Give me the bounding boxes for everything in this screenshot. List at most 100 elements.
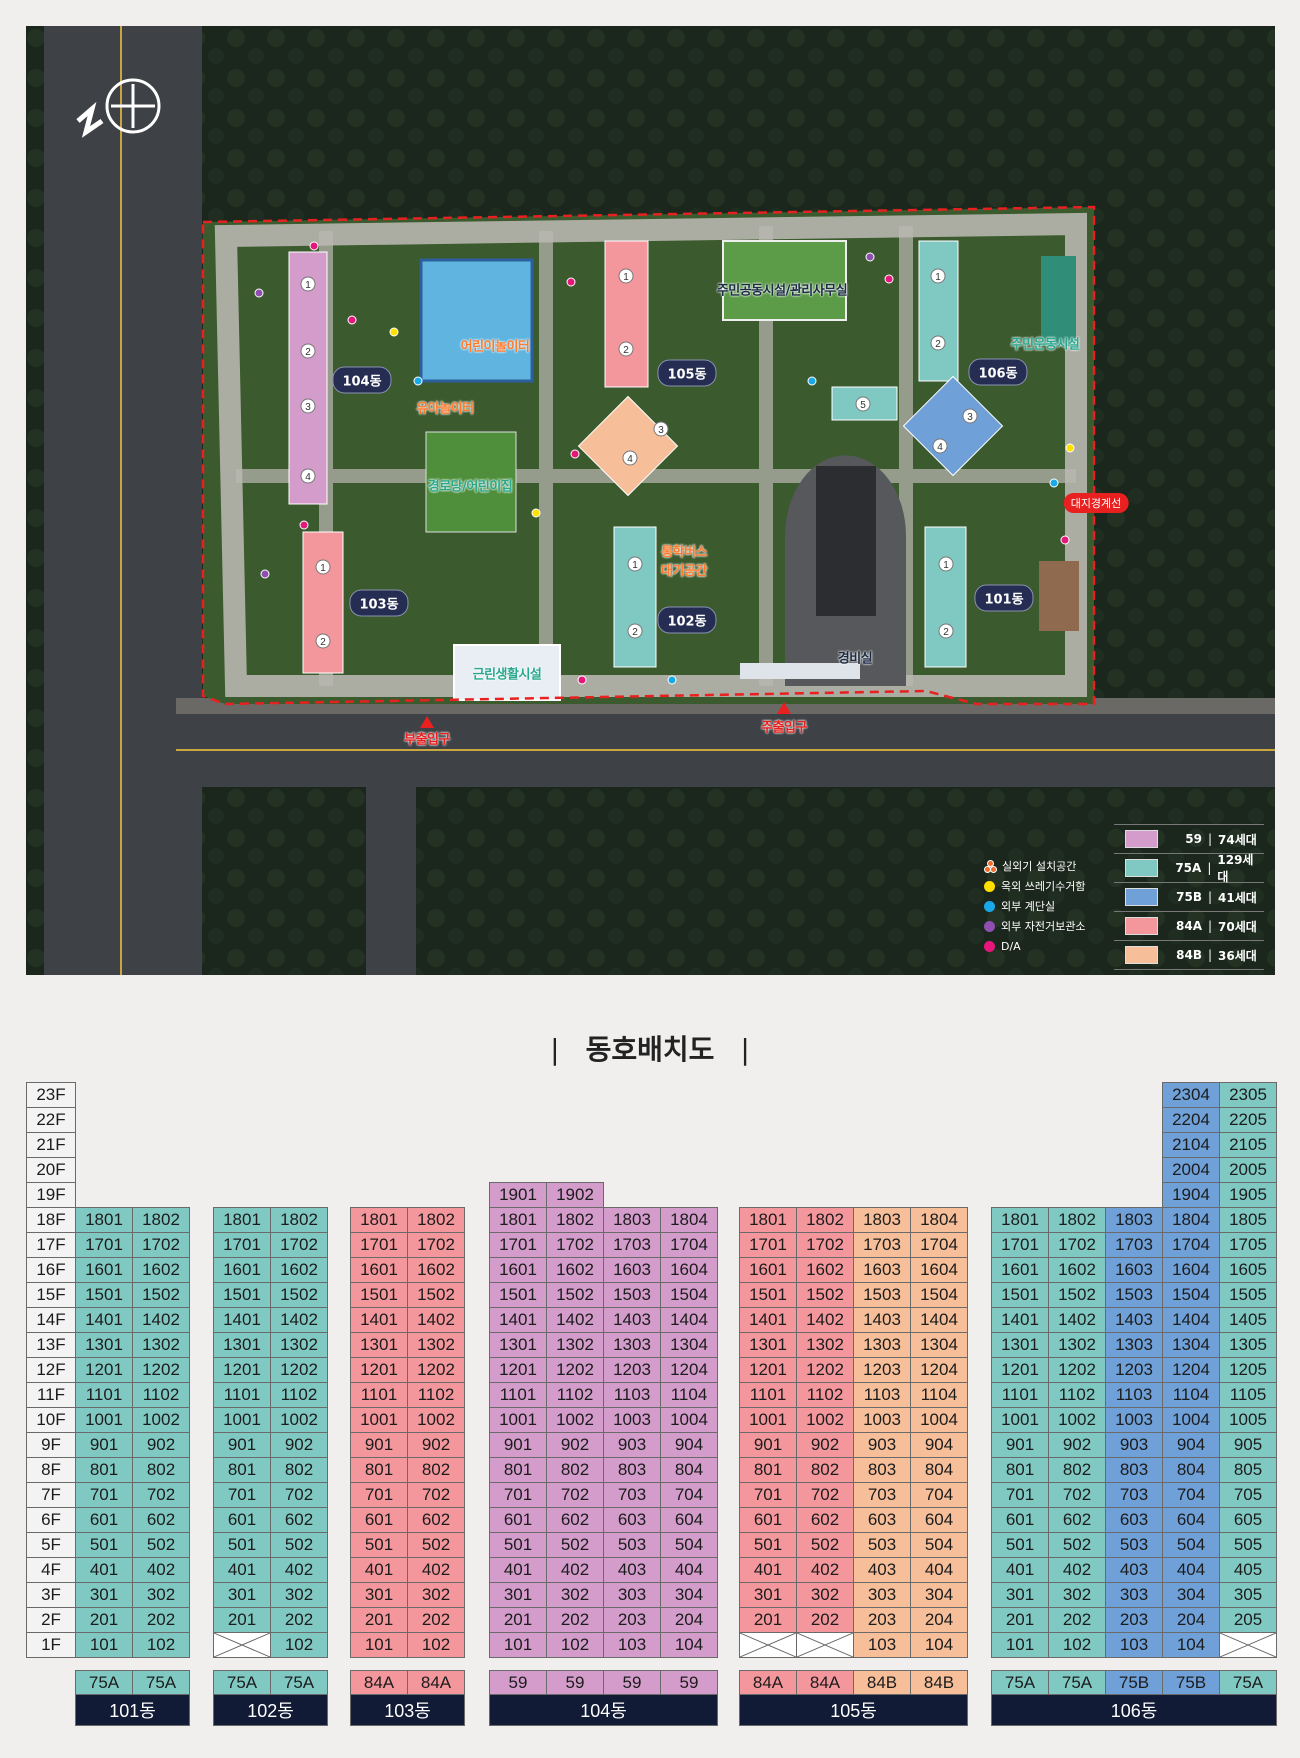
unit-cell: 103 xyxy=(853,1632,911,1658)
unit-cell: 803 xyxy=(603,1457,661,1483)
unit-cell: 502 xyxy=(132,1532,190,1558)
unit-cell: 201 xyxy=(75,1607,133,1633)
unit-cell: 1205 xyxy=(1219,1357,1277,1383)
unit-cell: 904 xyxy=(660,1432,718,1458)
unit-cell: 601 xyxy=(213,1507,271,1533)
unit-cell: 102 xyxy=(546,1632,604,1658)
deck-area xyxy=(1039,561,1079,631)
unit-cell: 1501 xyxy=(991,1282,1049,1308)
unit-cell: 804 xyxy=(910,1457,968,1483)
unit-type-cell: 75A xyxy=(132,1670,190,1695)
unit-cell: 1702 xyxy=(796,1232,854,1258)
building-104 xyxy=(288,251,328,505)
svg-text:1: 1 xyxy=(320,563,326,574)
unit-cell: 202 xyxy=(546,1607,604,1633)
unit-cell: 1703 xyxy=(603,1232,661,1258)
unit-cell: 1601 xyxy=(739,1257,797,1283)
unit-cell: 1101 xyxy=(75,1382,133,1408)
unit-cell: 1602 xyxy=(132,1257,190,1283)
unit-cell: 701 xyxy=(350,1482,408,1508)
badge-103: 103동 xyxy=(349,589,409,617)
cross-icon xyxy=(797,1633,853,1657)
unit-cell: 104 xyxy=(1162,1632,1220,1658)
unit-type-cell: 75A xyxy=(1219,1670,1277,1695)
unit-cell: 1301 xyxy=(350,1332,408,1358)
unit-cell: 303 xyxy=(1105,1582,1163,1608)
unit-cell: 1502 xyxy=(132,1282,190,1308)
unit-cell: 1503 xyxy=(603,1282,661,1308)
unit-cell: 1502 xyxy=(270,1282,328,1308)
type-swatch xyxy=(1125,830,1158,848)
unit-cell: 1001 xyxy=(213,1407,271,1433)
unit-cell: 1504 xyxy=(910,1282,968,1308)
site-boundary-line xyxy=(201,205,1096,706)
svg-text:1: 1 xyxy=(935,272,941,283)
unit-cell: 602 xyxy=(270,1507,328,1533)
unit-cell: 1301 xyxy=(213,1332,271,1358)
building-103 xyxy=(302,531,344,674)
unit-cell: 1401 xyxy=(213,1307,271,1333)
floor-label: 3F xyxy=(26,1582,76,1608)
unit-type-cell: 59 xyxy=(660,1670,718,1695)
unit-cell: 1202 xyxy=(1048,1357,1106,1383)
unit-cell: 1301 xyxy=(991,1332,1049,1358)
unit-type-cell: 75B xyxy=(1105,1670,1163,1695)
type-legend-84A: 84A|70세대 xyxy=(1114,911,1264,940)
type-legend-75A: 75A|129세대 xyxy=(1114,853,1264,884)
floor-label: 1F xyxy=(26,1632,76,1658)
cross-icon xyxy=(1220,1633,1276,1657)
unit-cell: 1404 xyxy=(1162,1307,1220,1333)
road-vertical xyxy=(44,26,202,975)
unit-cell: 601 xyxy=(75,1507,133,1533)
unit-cell: 1804 xyxy=(660,1207,718,1233)
unit-cell: 1303 xyxy=(1105,1332,1163,1358)
unit-cell: 1104 xyxy=(1162,1382,1220,1408)
unit-cell: 1803 xyxy=(853,1207,911,1233)
svg-text:2: 2 xyxy=(632,627,638,638)
floor-label: 14F xyxy=(26,1307,76,1333)
unit-cell: 1002 xyxy=(407,1407,465,1433)
unit-cell: 203 xyxy=(1105,1607,1163,1633)
unit-cell: 1305 xyxy=(1219,1332,1277,1358)
unit-cell: 1703 xyxy=(853,1232,911,1258)
unit-cell: 301 xyxy=(489,1582,547,1608)
unit-cell: 601 xyxy=(350,1507,408,1533)
label-fitness: 주민운동시설 xyxy=(1010,337,1080,353)
unit-cell: 1603 xyxy=(603,1257,661,1283)
cross-icon xyxy=(214,1633,270,1657)
unit-cell: 1003 xyxy=(1105,1407,1163,1433)
unit-cell: 604 xyxy=(910,1507,968,1533)
unit-cell: 1404 xyxy=(910,1307,968,1333)
unit-cell: 603 xyxy=(603,1507,661,1533)
unit-cell: 1101 xyxy=(213,1382,271,1408)
legend-stair: 외부 계단실 xyxy=(984,896,1085,916)
unit-cell: 1902 xyxy=(546,1182,604,1208)
svg-text:2: 2 xyxy=(943,627,949,638)
unit-cell: 602 xyxy=(796,1507,854,1533)
unit-cell: 304 xyxy=(660,1582,718,1608)
unit-cell: 601 xyxy=(991,1507,1049,1533)
unit-cell: 1005 xyxy=(1219,1407,1277,1433)
unit-cell: 704 xyxy=(1162,1482,1220,1508)
svg-text:1: 1 xyxy=(632,560,638,571)
unit-cell: 802 xyxy=(407,1457,465,1483)
main-entrance-marker-icon xyxy=(777,702,791,714)
unit-cell: 901 xyxy=(991,1432,1049,1458)
unit-cell: 1302 xyxy=(546,1332,604,1358)
unit-cell: 1804 xyxy=(910,1207,968,1233)
unit-cell: 102 xyxy=(1048,1632,1106,1658)
unit-cell: 404 xyxy=(910,1557,968,1583)
unit-cell: 1303 xyxy=(853,1332,911,1358)
unit-cell: 1302 xyxy=(1048,1332,1106,1358)
unit-cell: 302 xyxy=(407,1582,465,1608)
unit-cell: 1302 xyxy=(132,1332,190,1358)
unit-cell: 104 xyxy=(660,1632,718,1658)
floor-label: 12F xyxy=(26,1357,76,1383)
unit-cell: 1602 xyxy=(407,1257,465,1283)
unit-cell: 1801 xyxy=(213,1207,271,1233)
unit-cell: 2304 xyxy=(1162,1082,1220,1108)
unit-cell: 702 xyxy=(796,1482,854,1508)
label-senior-daycare: 경로당/어린이집 xyxy=(427,479,513,495)
unit-cell: 1002 xyxy=(132,1407,190,1433)
